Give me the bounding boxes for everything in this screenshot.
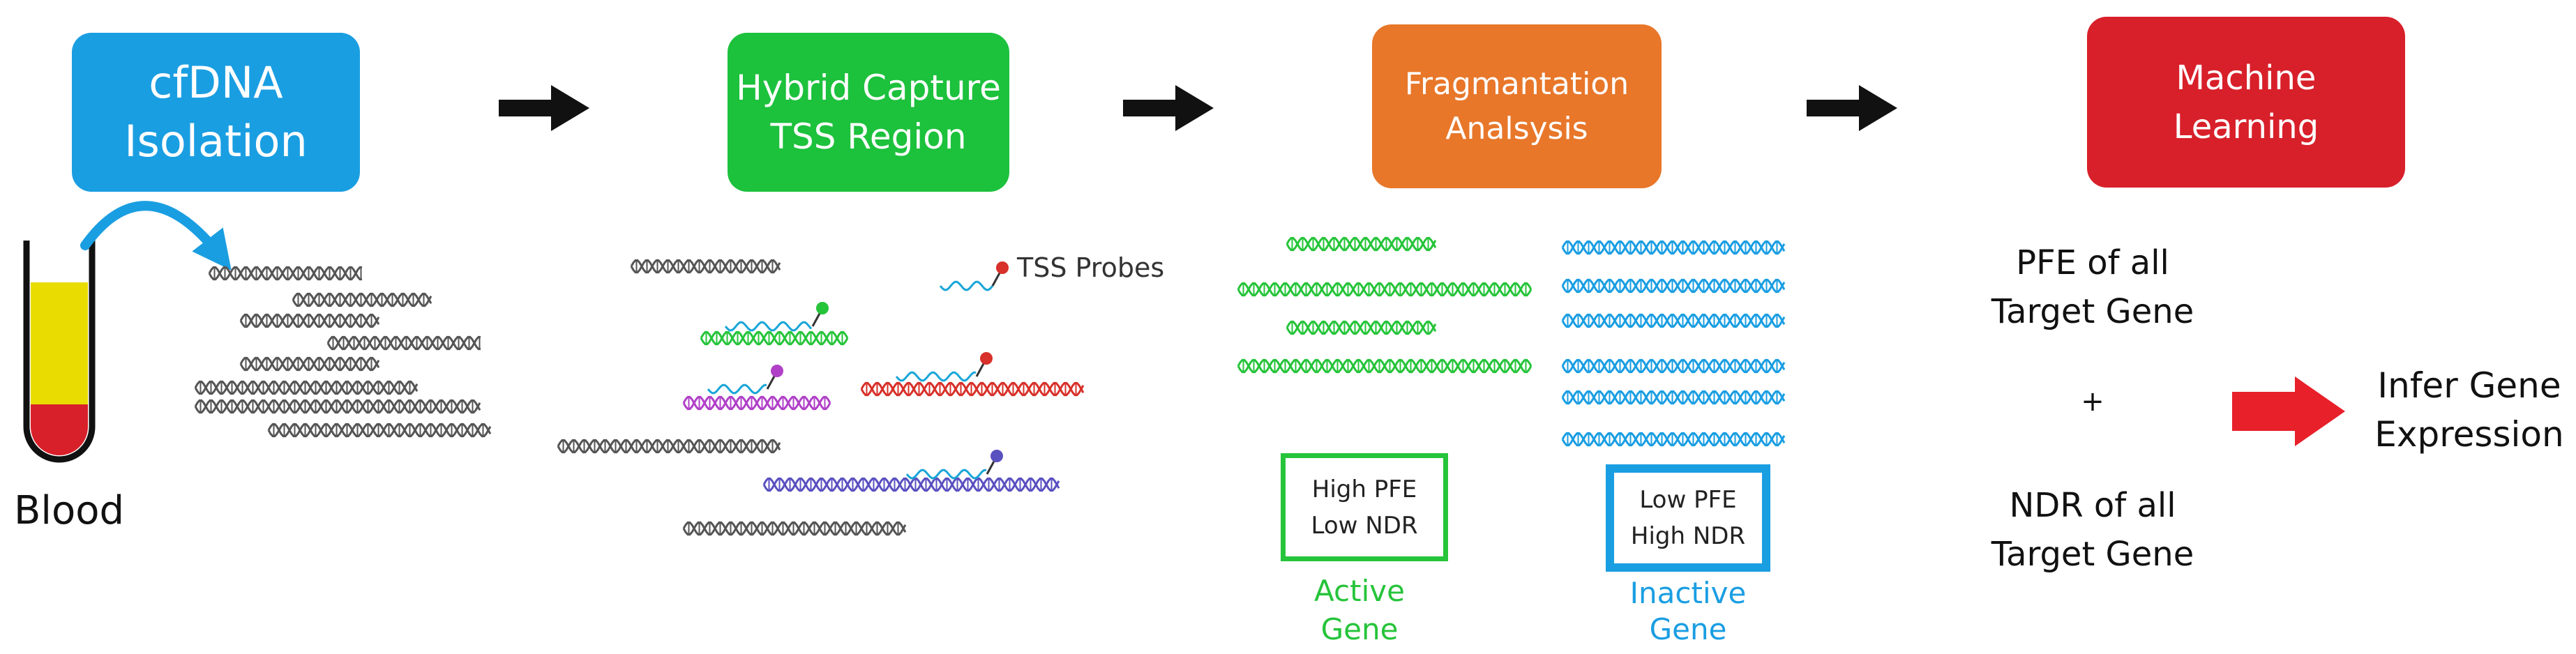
probe-icon [905,450,1003,480]
dna-fragment-icon [860,381,1085,397]
dna-fragment-icon [1286,236,1437,252]
arrow-right-icon [1807,85,1897,131]
probe-icon [895,352,993,382]
dna-fragment-icon [292,292,432,307]
dna-fragment-icon [557,439,781,454]
probe-icon [939,261,1009,291]
pfe-label: PFE of all Target Gene [1991,243,2194,331]
cfdna-fragments [194,266,492,438]
tss-probe-legend [939,261,1009,291]
probe-icon [724,302,829,332]
arrow-right-icon [499,85,589,131]
inactive-gene-label: Inactive Gene [1629,576,1747,646]
captured-fragments [557,259,1085,536]
dna-fragment-icon [682,395,831,411]
output-label: Infer Gene Expression [2374,365,2564,455]
plus-sign: + [2081,386,2104,418]
dna-fragment-icon [1561,240,1786,255]
dna-fragment-icon [1237,282,1532,297]
probe-icon [707,365,783,395]
dna-fragment-icon [1286,320,1437,335]
dna-fragment-icon [239,356,380,372]
ndr-label: NDR of all Target Gene [1991,486,2194,574]
dna-fragment-icon [630,259,781,274]
dna-fragment-icon [1561,278,1786,294]
dna-fragment-icon [208,266,362,281]
active-gene-label: Active Gene [1314,574,1405,646]
dna-fragment-icon [700,330,849,346]
dna-fragment-icon [194,399,481,414]
output-arrow-icon [2232,377,2345,446]
step-machine-learning: Machine Learning [2087,17,2405,188]
dna-fragment-icon [1561,390,1786,405]
active-gene-box: High PFE Low NDR [1281,453,1448,561]
tube-cells [31,404,88,455]
blood-label: Blood [14,488,125,533]
inactive-gene-box: Low PFE High NDR [1606,464,1770,572]
dna-fragment-icon [1237,358,1532,374]
step-fragmentation-analysis: Fragmantation Analsysis [1372,24,1662,188]
dna-fragment-icon [239,313,380,328]
blood-tube-icon [23,241,96,463]
dna-fragment-icon [194,380,419,395]
step-hybrid-capture: Hybrid Capture TSS Region [728,33,1009,192]
active-gene-fragments [1237,236,1532,374]
tube-serum [31,282,88,404]
dna-fragment-icon [267,423,492,438]
dna-fragment-icon [1561,313,1786,328]
tube-outline [23,241,96,463]
inactive-gene-fragments [1561,240,1786,447]
dna-fragment-icon [682,521,907,536]
dna-fragment-icon [1561,432,1786,447]
tss-probes-label: TSS Probes [1017,252,1165,283]
dna-fragment-icon [1561,358,1786,374]
dna-fragment-icon [326,335,481,351]
step-cfdna-isolation: cfDNA Isolation [72,33,360,192]
dna-fragment-icon [762,477,1060,492]
arrow-right-icon [1123,85,1214,131]
transfer-arrow-icon [80,201,232,271]
